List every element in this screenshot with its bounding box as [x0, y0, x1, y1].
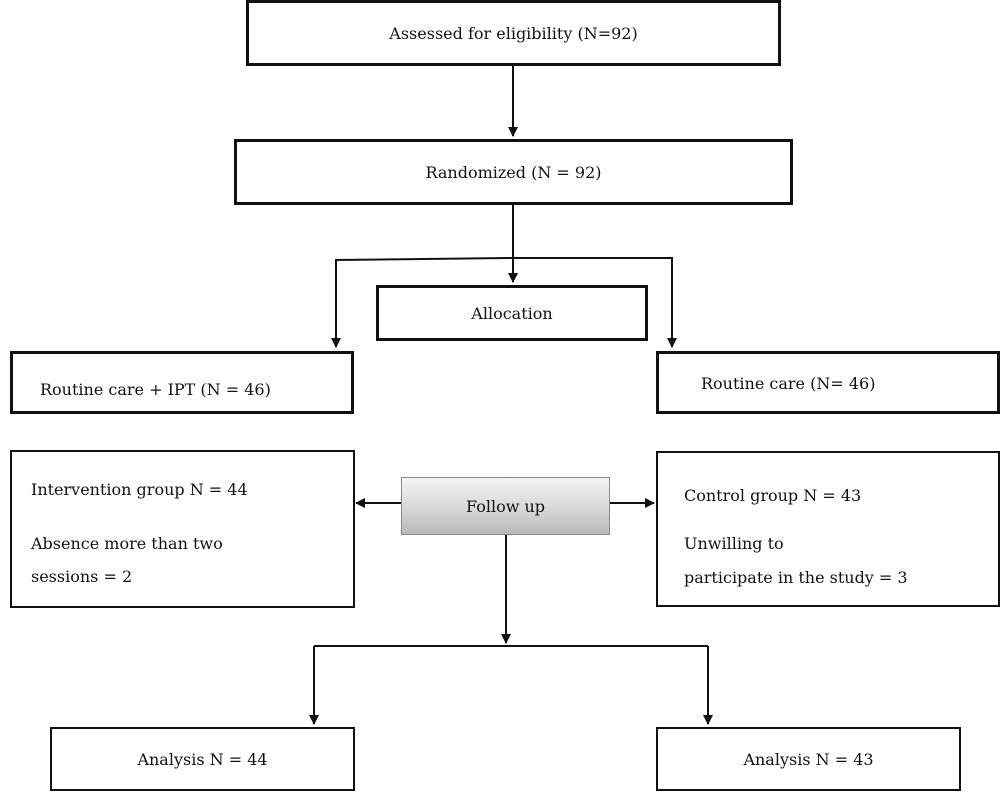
- arrow-to-left-allocation: [331, 257, 514, 348]
- left-analysis-label: Analysis N = 44: [137, 749, 268, 769]
- right-follow-box: Control group N = 43 Unwilling to partic…: [656, 451, 1000, 607]
- follow-up-box: Follow up: [401, 477, 610, 535]
- control-group-text: Control group N = 43: [684, 486, 862, 505]
- right-allocation-label: Routine care (N= 46): [701, 374, 876, 393]
- left-allocation-label: Routine care + IPT (N = 46): [40, 380, 271, 399]
- left-follow-box: Intervention group N = 44 Absence more t…: [10, 450, 355, 608]
- right-analysis-label: Analysis N = 43: [743, 749, 874, 769]
- assessed-box: Assessed for eligibility (N=92): [246, 0, 781, 66]
- right-allocation-box: Routine care (N= 46): [656, 351, 1000, 414]
- left-allocation-box: Routine care + IPT (N = 46): [10, 351, 354, 414]
- allocation-label: Allocation: [471, 303, 553, 323]
- right-analysis-box: Analysis N = 43: [656, 727, 961, 791]
- arrow-to-right-allocation: [513, 257, 677, 348]
- unwilling-text: Unwilling to: [684, 534, 784, 553]
- participate-text: participate in the study = 3: [684, 568, 908, 587]
- left-analysis-box: Analysis N = 44: [50, 727, 355, 791]
- follow-up-label: Follow up: [465, 496, 546, 516]
- assessed-label: Assessed for eligibility (N=92): [389, 23, 638, 43]
- intervention-group-text: Intervention group N = 44: [31, 480, 248, 499]
- absence-text: Absence more than two: [31, 534, 223, 553]
- allocation-box: Allocation: [376, 285, 648, 341]
- randomized-box: Randomized (N = 92): [234, 139, 793, 205]
- randomized-label: Randomized (N = 92): [425, 162, 602, 182]
- sessions-text: sessions = 2: [31, 567, 133, 586]
